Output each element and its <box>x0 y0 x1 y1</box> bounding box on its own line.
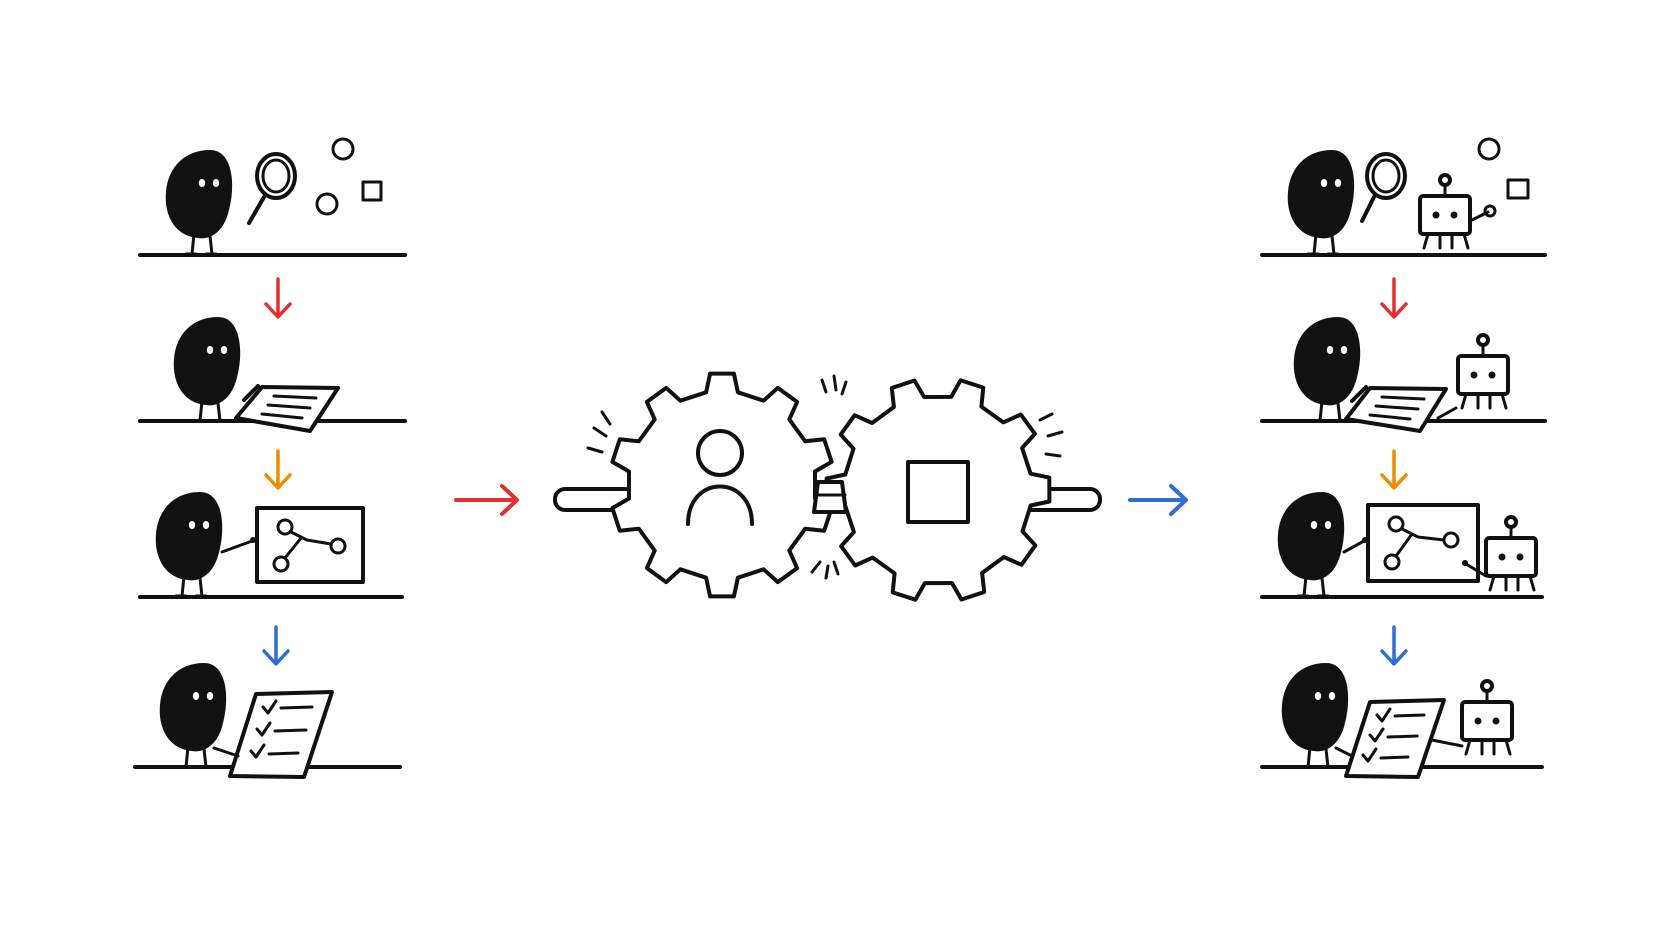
right-step-investigate <box>1260 137 1547 257</box>
right-gear-icon <box>824 378 1052 602</box>
left-arrow-2 <box>264 449 292 490</box>
circle-shape-icon <box>1477 137 1501 161</box>
node-graph-board-icon <box>1366 503 1480 583</box>
robot-icon <box>1418 173 1472 250</box>
robot-icon <box>1460 679 1514 756</box>
left-column <box>133 137 407 779</box>
square-shape-icon <box>361 180 383 202</box>
checklist-icon <box>228 690 334 779</box>
person-blob-icon <box>172 315 242 423</box>
square-shape-icon <box>1506 178 1530 200</box>
person-blob-icon <box>158 661 228 769</box>
person-blob-icon <box>1276 490 1346 598</box>
square-icon <box>906 460 970 524</box>
circle-shape-icon <box>315 192 339 216</box>
robot-icon <box>1484 515 1538 592</box>
right-column <box>1260 137 1547 779</box>
paper-icon <box>234 385 340 433</box>
left-step-plan <box>138 490 404 599</box>
paper-icon <box>1344 386 1448 433</box>
circle-shape-icon <box>331 137 355 161</box>
right-step-write <box>1260 315 1547 433</box>
person-blob-icon <box>1292 315 1362 423</box>
checklist-icon <box>1344 698 1446 779</box>
right-step-review <box>1260 661 1544 779</box>
right-step-plan <box>1260 490 1544 599</box>
person-blob-icon <box>1280 661 1350 769</box>
gear-coupler <box>812 480 848 514</box>
gear-assembly <box>553 371 1102 602</box>
node-graph-board-icon <box>255 506 365 584</box>
person-blob-icon <box>154 490 224 598</box>
left-step-write <box>138 315 407 433</box>
left-arrow-1 <box>264 277 292 319</box>
arrow-into-gears <box>454 484 519 516</box>
person-blob-icon <box>1286 148 1356 256</box>
left-step-investigate <box>138 137 407 257</box>
person-blob-icon <box>164 148 234 256</box>
robot-icon <box>1456 333 1510 410</box>
right-arrow-1 <box>1380 277 1408 319</box>
motion-lines-icon <box>586 374 1064 580</box>
magnifier-icon <box>247 152 297 225</box>
right-arrow-3 <box>1380 625 1408 666</box>
right-arrow-2 <box>1380 449 1408 490</box>
magnifier-icon <box>1360 152 1407 223</box>
arrow-out-of-gears <box>1128 484 1188 516</box>
left-arrow-3 <box>262 625 290 666</box>
left-step-review <box>133 661 402 779</box>
person-icon <box>686 429 754 526</box>
